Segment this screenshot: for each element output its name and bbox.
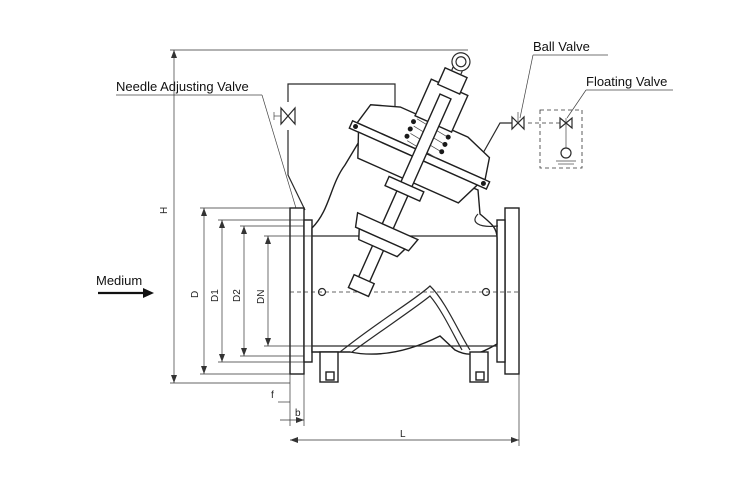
dimension-f: f — [271, 374, 291, 426]
bypass-tube-down — [287, 130, 306, 211]
pilot-line-ball — [477, 122, 512, 163]
floating-valve-box — [539, 109, 583, 169]
dim-label-f: f — [271, 390, 274, 401]
dimension-h: H — [159, 49, 468, 384]
label-ball-valve: Ball Valve — [533, 39, 590, 54]
needle-valve-icon — [273, 106, 296, 126]
dim-label-b: b — [295, 408, 301, 419]
dimension-d2: D2 — [232, 225, 304, 357]
dim-label-d: D — [190, 291, 201, 298]
ball-valve-icon — [511, 112, 525, 131]
label-needle-adjusting-valve: Needle Adjusting Valve — [116, 79, 249, 94]
dimension-b: b — [280, 374, 305, 426]
dimension-l: L — [290, 374, 520, 446]
bonnet-assembly — [347, 52, 491, 298]
leader-ball — [519, 54, 534, 119]
bypass-tube-top — [287, 83, 396, 112]
dim-label-dn: DN — [256, 290, 267, 304]
flow-arrow-icon — [98, 288, 154, 298]
leader-floating — [566, 89, 587, 119]
dim-label-d2: D2 — [232, 289, 243, 302]
dimension-d1: D1 — [210, 219, 304, 363]
dimension-d: D — [190, 207, 290, 375]
dim-label-h: H — [159, 207, 170, 214]
dimension-dn: DN — [256, 235, 312, 347]
label-medium: Medium — [96, 273, 142, 288]
dim-label-d1: D1 — [210, 289, 221, 302]
dim-label-l: L — [400, 429, 406, 440]
label-floating-valve: Floating Valve — [586, 74, 667, 89]
